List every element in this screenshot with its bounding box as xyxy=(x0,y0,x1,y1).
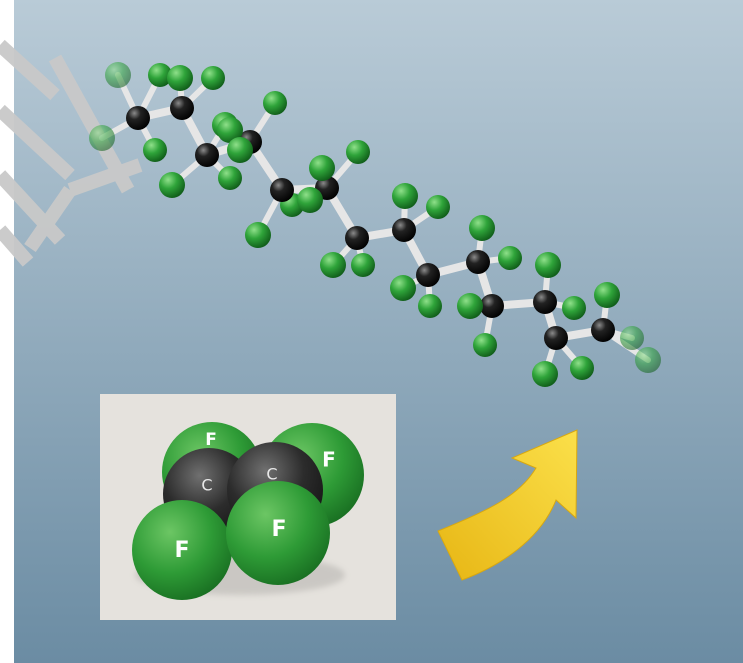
fluorine-atom xyxy=(570,356,594,380)
inset-fluorine-bottom-left xyxy=(132,500,232,600)
fluorine-atom xyxy=(418,294,442,318)
fluorine-atom xyxy=(159,172,185,198)
curved-arrow-icon xyxy=(437,429,578,581)
carbon-atom xyxy=(392,218,416,242)
label-c-left: C xyxy=(201,476,212,495)
stripes-decoration-icon xyxy=(0,39,143,267)
inset-panel: F F C C F F xyxy=(100,394,396,620)
label-f-right: F xyxy=(322,448,336,472)
fluorine-atom xyxy=(620,326,644,350)
fluorine-atom xyxy=(227,137,253,163)
fluorine-atom xyxy=(473,333,497,357)
carbon-atom xyxy=(591,318,615,342)
inset-fluorine-bottom-right xyxy=(226,481,330,585)
carbon-atom xyxy=(345,226,369,250)
label-f-bottom-right: F xyxy=(271,517,286,542)
fluorine-atom xyxy=(351,253,375,277)
fluorine-atom xyxy=(263,91,287,115)
carbon-atom xyxy=(466,250,490,274)
fluorine-atom xyxy=(562,296,586,320)
fluorine-atom xyxy=(635,347,661,373)
carbon-atom xyxy=(270,178,294,202)
label-f-bottom-left: F xyxy=(174,538,189,563)
label-f-top: F xyxy=(205,430,217,450)
fluorine-atom xyxy=(297,187,323,213)
carbon-atom xyxy=(170,96,194,120)
fluorine-atom xyxy=(594,282,620,308)
fluorine-atom xyxy=(148,63,172,87)
carbon-atom xyxy=(480,294,504,318)
carbon-atom xyxy=(416,263,440,287)
carbon-atom xyxy=(126,106,150,130)
fluorine-atom xyxy=(535,252,561,278)
label-c-right: C xyxy=(266,465,277,484)
carbon-atom xyxy=(533,290,557,314)
ptfe-molecule-icon xyxy=(89,62,661,387)
fluorine-atom xyxy=(201,66,225,90)
fluorine-atom xyxy=(105,62,131,88)
fluorine-atom xyxy=(346,140,370,164)
fluorine-atom xyxy=(320,252,346,278)
fluorine-atom xyxy=(89,125,115,151)
carbon-atom xyxy=(544,326,568,350)
fluorine-atom xyxy=(245,222,271,248)
fluorine-atom xyxy=(532,361,558,387)
fluorine-atom xyxy=(498,246,522,270)
fluorine-atom xyxy=(217,117,243,143)
fluorine-atom xyxy=(309,155,335,181)
fluorine-atom xyxy=(143,138,167,162)
fluorine-atom xyxy=(469,215,495,241)
fluorine-atom xyxy=(218,166,242,190)
fluorine-atom xyxy=(457,293,483,319)
fluorine-atom xyxy=(390,275,416,301)
carbon-atom xyxy=(195,143,219,167)
fluorine-atom xyxy=(167,65,193,91)
left-border xyxy=(0,0,14,663)
fluorine-atom xyxy=(392,183,418,209)
fluorine-atom xyxy=(426,195,450,219)
